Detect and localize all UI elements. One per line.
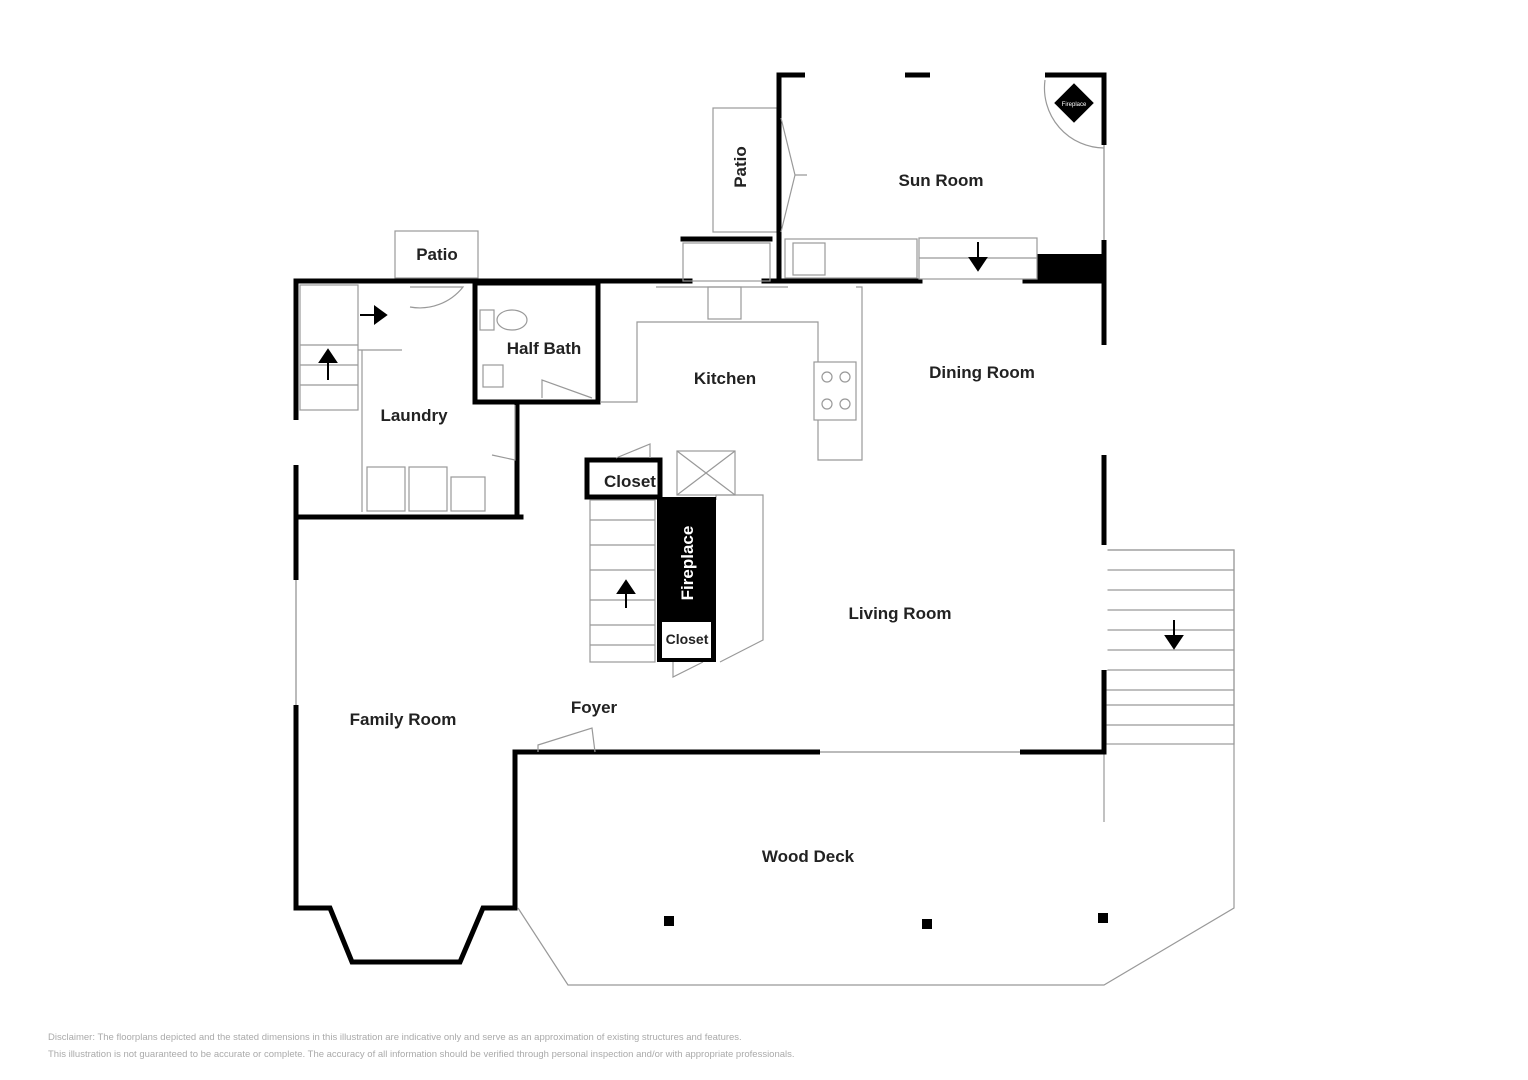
disclaimer-line-1: Disclaimer: The floorplans depicted and … [48, 1032, 742, 1043]
room-label-living-room: Living Room [849, 604, 952, 623]
room-label-fireplace: Fireplace [678, 526, 697, 601]
room-label-wood-deck: Wood Deck [762, 847, 855, 866]
room-label-family-room: Family Room [350, 710, 457, 729]
disclaimer-line-2: This illustration is not guaranteed to b… [48, 1049, 795, 1060]
room-label-kitchen: Kitchen [694, 369, 756, 388]
walls [293, 72, 1107, 965]
patio-top-outline [394, 230, 479, 279]
deck-post [922, 919, 932, 929]
room-label-laundry: Laundry [380, 406, 448, 425]
room-label-sun-room: Sun Room [899, 171, 984, 190]
room-label-half-bath: Half Bath [507, 339, 582, 358]
stair-arrows [318, 242, 1184, 650]
windows [292, 71, 1108, 756]
room-label-closet: Closet [666, 631, 709, 647]
fixtures [299, 79, 1105, 753]
fireplace-block [657, 497, 716, 662]
room-label-foyer: Foyer [571, 698, 618, 717]
room-label-patio: Patio [416, 245, 458, 264]
room-label-dining-room: Dining Room [929, 363, 1035, 382]
deck-post [664, 916, 674, 926]
room-label-closet: Closet [604, 472, 656, 491]
sunroom-fireplace-label: Fireplace [1062, 102, 1087, 108]
room-label-patio: Patio [731, 146, 750, 188]
deck-post [1098, 913, 1108, 923]
